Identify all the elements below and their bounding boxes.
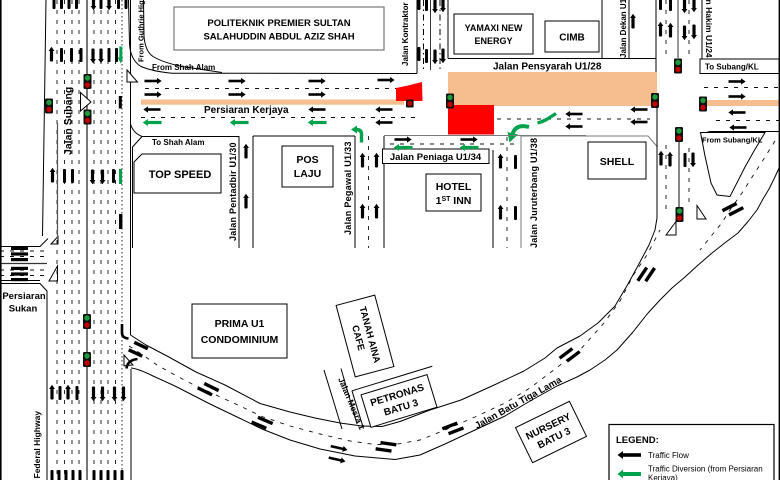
svg-text:Jalan Juruterbang U1/38: Jalan Juruterbang U1/38 [529,138,539,248]
svg-text:SALAHUDDIN ABDUL AZIZ SHAH: SALAHUDDIN ABDUL AZIZ SHAH [203,32,354,43]
svg-text:Persiaran: Persiaran [2,291,46,302]
svg-text:From Guthrie High: From Guthrie High [137,0,146,62]
svg-text:Jalan Pensyarah U1/28: Jalan Pensyarah U1/28 [493,62,602,73]
svg-text:From Shah Alam: From Shah Alam [152,63,215,72]
svg-text:Traffic Flow: Traffic Flow [648,451,689,460]
svg-text:YAMAXI NEW: YAMAXI NEW [465,23,523,33]
svg-text:Jalan Peniaga U1/34: Jalan Peniaga U1/34 [390,152,482,163]
svg-text:Kerjaya): Kerjaya) [648,474,678,480]
svg-text:PRIMA U1: PRIMA U1 [215,318,265,330]
svg-text:From Subang/KL: From Subang/KL [702,136,763,145]
svg-text:POS: POS [296,154,318,166]
svg-text:Jalan Hakim U1/24: Jalan Hakim U1/24 [704,0,714,58]
svg-text:HOTEL: HOTEL [436,181,472,193]
svg-text:TOP SPEED: TOP SPEED [149,169,212,181]
svg-text:LEGEND:: LEGEND: [616,435,659,446]
svg-text:To Subang/KL: To Subang/KL [705,63,759,72]
svg-text:1ST INN: 1ST INN [436,195,472,207]
svg-text:Jalan Pentadbir U1/30: Jalan Pentadbir U1/30 [228,142,238,241]
svg-text:Jalan Kontraktor: Jalan Kontraktor [401,2,410,66]
svg-text:Federal Highway: Federal Highway [32,411,42,479]
svg-text:LAJU: LAJU [294,168,321,180]
svg-text:CONDOMINIUM: CONDOMINIUM [201,334,279,346]
svg-text:To Shah Alam: To Shah Alam [152,138,204,147]
svg-text:Persiaran Kerjaya: Persiaran Kerjaya [204,105,289,116]
svg-text:Jalan Pegawal U1/33: Jalan Pegawal U1/33 [343,141,353,235]
svg-text:SHELL: SHELL [600,156,635,168]
svg-text:Sukan: Sukan [9,304,38,315]
svg-text:ENERGY: ENERGY [474,36,512,46]
svg-text:Jalan Dekan U1/2: Jalan Dekan U1/2 [619,0,628,58]
svg-text:Traffic Diversion (from Persia: Traffic Diversion (from Persiaran [648,465,763,474]
svg-text:POLITEKNIK PREMIER SULTAN: POLITEKNIK PREMIER SULTAN [207,18,350,29]
svg-text:CIMB: CIMB [559,33,585,44]
svg-text:Jalan Subang: Jalan Subang [63,87,75,155]
